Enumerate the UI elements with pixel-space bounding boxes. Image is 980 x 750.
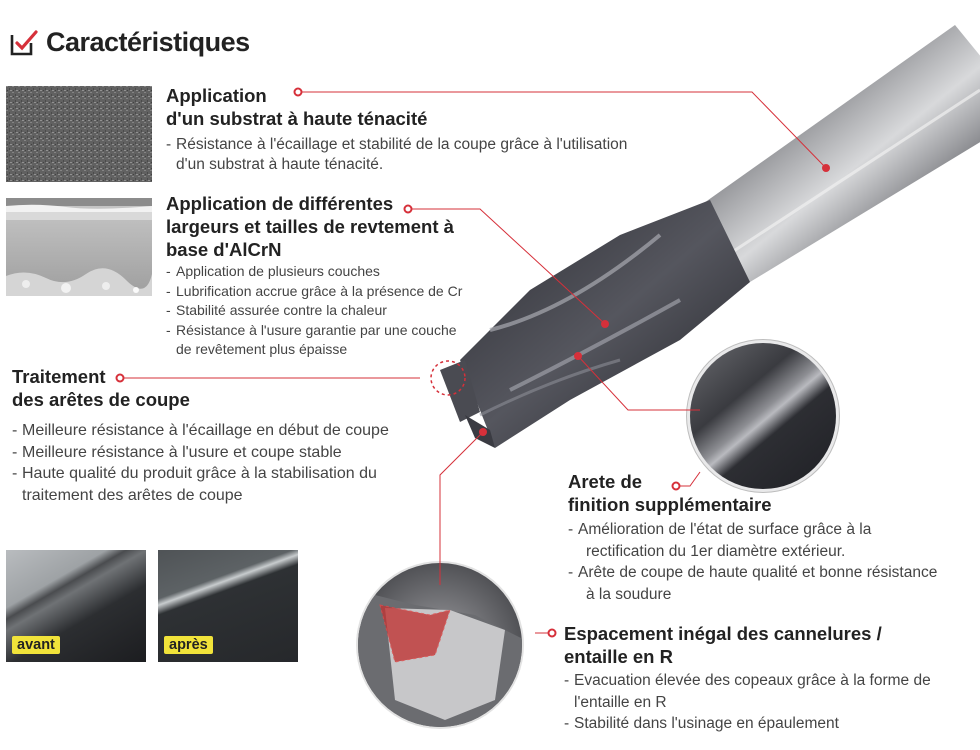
list-item: Amélioration de l'état de surface grâce … [568,519,980,541]
list-item: l'entaille en R [574,693,667,711]
list-item: d'un substrat à haute ténacité. [176,156,384,173]
checkbox-pencil-icon [10,30,38,56]
feature-finishing-edge-title: Arete de finition supplémentaire [568,471,772,515]
list-item: Evacuation élevée des copeaux grâce à la… [564,670,976,692]
list-item: Application de plusieurs couches [166,262,496,282]
after-label: après [164,636,213,654]
feature-finishing-edge: Arete de finition supplémentaire Amélior… [568,470,980,605]
list-item: Résistance à l'usure garantie par une co… [166,321,496,341]
page-title: Caractéristiques [46,27,250,57]
feature-unequal-spacing-list: Evacuation élevée des copeaux grâce à la… [564,670,976,735]
list-item: Meilleure résistance à l'écaillage en dé… [12,420,432,442]
list-item: Lubrification accrue grâce à la présence… [166,282,496,302]
list-item: traitement des arêtes de coupe [22,486,243,504]
feature-unequal-spacing-title: Espacement inégal des cannelures / entai… [564,623,882,667]
list-item: à la soudure [586,585,672,603]
feature-substrate-title: Application d'un substrat à haute ténaci… [166,85,428,129]
list-item: Résistance à l'écaillage et stabilité de… [166,135,686,154]
list-item: de revêtement plus épaisse [176,341,348,358]
feature-substrate-list: Résistance à l'écaillage et stabilité de… [166,135,686,174]
coating-cross-section-photo [6,198,152,296]
list-item: Meilleure résistance à l'usure et coupe … [12,442,432,464]
list-item: Stabilité assurée contre la chaleur [166,301,496,321]
feature-coating-title: Application de différentes largeurs et t… [166,193,454,260]
after-photo: après [158,550,298,662]
r-notch-magnified-photo [356,561,524,729]
feature-edge-treatment-list: Meilleure résistance à l'écaillage en dé… [12,420,432,506]
feature-edge-treatment: Traitement des arêtes de coupe Meilleure… [12,365,432,506]
before-label: avant [12,636,60,654]
list-item: rectification du 1er diamètre extérieur. [586,542,846,560]
before-photo: avant [6,550,146,662]
substrate-photo [6,86,152,182]
edge-magnified-photo [690,343,836,489]
feature-finishing-edge-list: Amélioration de l'état de surface grâce … [568,519,980,605]
feature-unequal-spacing: Espacement inégal des cannelures / entai… [564,622,976,735]
list-item: Stabilité dans l'usinage en épaulement [564,713,976,735]
list-item: Haute qualité du produit grâce à la stab… [12,463,432,485]
feature-coating: Application de différentes largeurs et t… [166,192,496,360]
feature-edge-treatment-title: Traitement des arêtes de coupe [12,366,190,410]
list-item: Arête de coupe de haute qualité et bonne… [568,562,980,584]
feature-coating-list: Application de plusieurs couches Lubrifi… [166,262,496,360]
feature-substrate: Application d'un substrat à haute ténaci… [166,84,686,175]
